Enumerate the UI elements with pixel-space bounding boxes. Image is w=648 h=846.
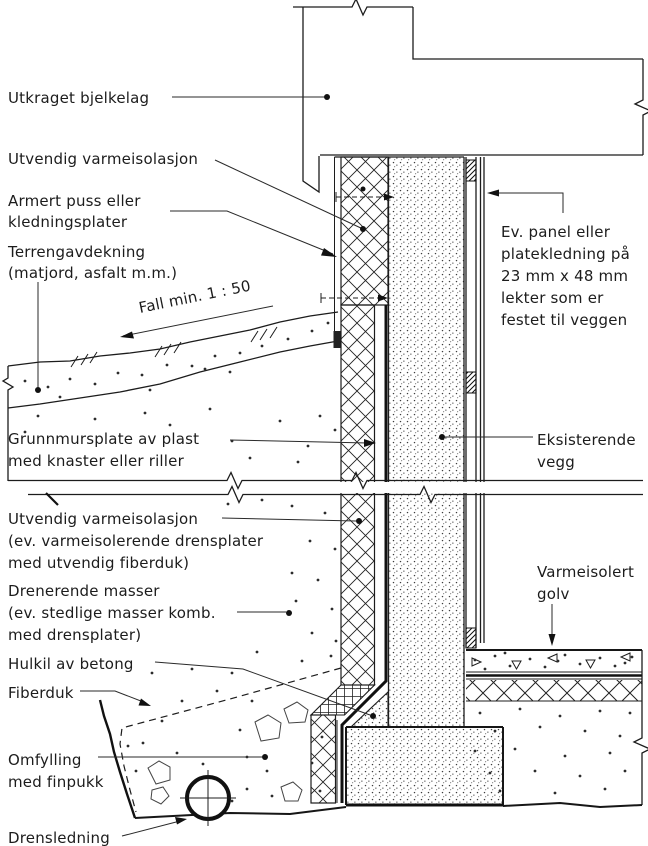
label-terrengavdekning-1: Terrengavdekning xyxy=(7,243,145,261)
terrain-ground xyxy=(1,311,339,481)
label-drensledning: Drensledning xyxy=(8,829,110,846)
screed-aggregate xyxy=(471,652,631,671)
insulation-fasteners xyxy=(320,186,394,303)
label-armert-puss-1: Armert puss eller xyxy=(8,192,141,210)
section-break-band xyxy=(6,470,646,506)
label-utkraget-bjelkelag: Utkraget bjelkelag xyxy=(8,89,149,107)
label-hulkil: Hulkil av betong xyxy=(8,655,134,673)
batten-middle xyxy=(465,371,477,394)
label-grunnmursplate-1: Grunnmursplate av plast xyxy=(8,430,199,448)
existing-wall xyxy=(388,157,464,727)
label-utvendig-iso2-2: (ev. varmeisolerende drensplater xyxy=(8,532,264,550)
excavation-and-drainage xyxy=(98,667,643,826)
label-eksisterende-2: vegg xyxy=(537,453,575,471)
fiberduk-line xyxy=(119,667,342,813)
insulation-angled-band xyxy=(309,684,376,716)
leader-lines xyxy=(35,94,564,837)
label-drenerende-1: Drenerende masser xyxy=(8,582,160,600)
label-panel-4: lekter som er xyxy=(501,289,604,307)
label-fiberduk: Fiberduk xyxy=(8,684,74,702)
drain-pipe xyxy=(180,770,236,826)
label-grunnmursplate-2: med knaster eller riller xyxy=(8,452,185,470)
excavation-line xyxy=(98,699,137,819)
label-utvendig-varmeisolasjon: Utvendig varmeisolasjon xyxy=(8,150,198,168)
label-omfylling-1: Omfylling xyxy=(8,751,82,769)
soil-dots xyxy=(23,321,634,803)
stones xyxy=(147,701,309,805)
label-drenerende-2: (ev. stedlige masser komb. xyxy=(8,604,216,622)
insulation-footing-strip xyxy=(310,714,337,804)
floor-insulation xyxy=(466,680,642,701)
label-terrengavdekning-2: (matjord, asfalt m.m.) xyxy=(8,264,177,282)
batten-bottom xyxy=(465,627,477,649)
label-panel-2: platekledning på xyxy=(501,245,630,263)
interior-panel-system xyxy=(465,157,485,649)
label-utvendig-iso2-1: Utvendig varmeisolasjon xyxy=(8,510,198,528)
insulated-floor xyxy=(466,649,648,805)
label-drenerende-3: med drensplater) xyxy=(8,626,141,644)
label-varmeisolert-2: golv xyxy=(537,585,570,603)
label-varmeisolert-1: Varmeisolert xyxy=(537,563,634,581)
label-utvendig-iso2-3: med utvendig fiberduk) xyxy=(8,554,189,572)
label-panel-5: festet til veggen xyxy=(501,311,627,329)
footing xyxy=(346,727,503,805)
batten-top xyxy=(465,159,477,182)
label-eksisterende-1: Eksisterende xyxy=(537,431,636,449)
label-panel-1: Ev. panel eller xyxy=(501,223,611,241)
label-fall-min: Fall min. 1 : 50 xyxy=(137,277,252,317)
label-panel-3: 23 mm x 48 mm xyxy=(501,267,628,285)
label-omfylling-2: med finpukk xyxy=(8,773,104,791)
cantilevered-floor-outline xyxy=(293,0,648,194)
render-end-cap xyxy=(333,331,341,348)
label-armert-puss-2: kledningsplater xyxy=(8,213,128,231)
